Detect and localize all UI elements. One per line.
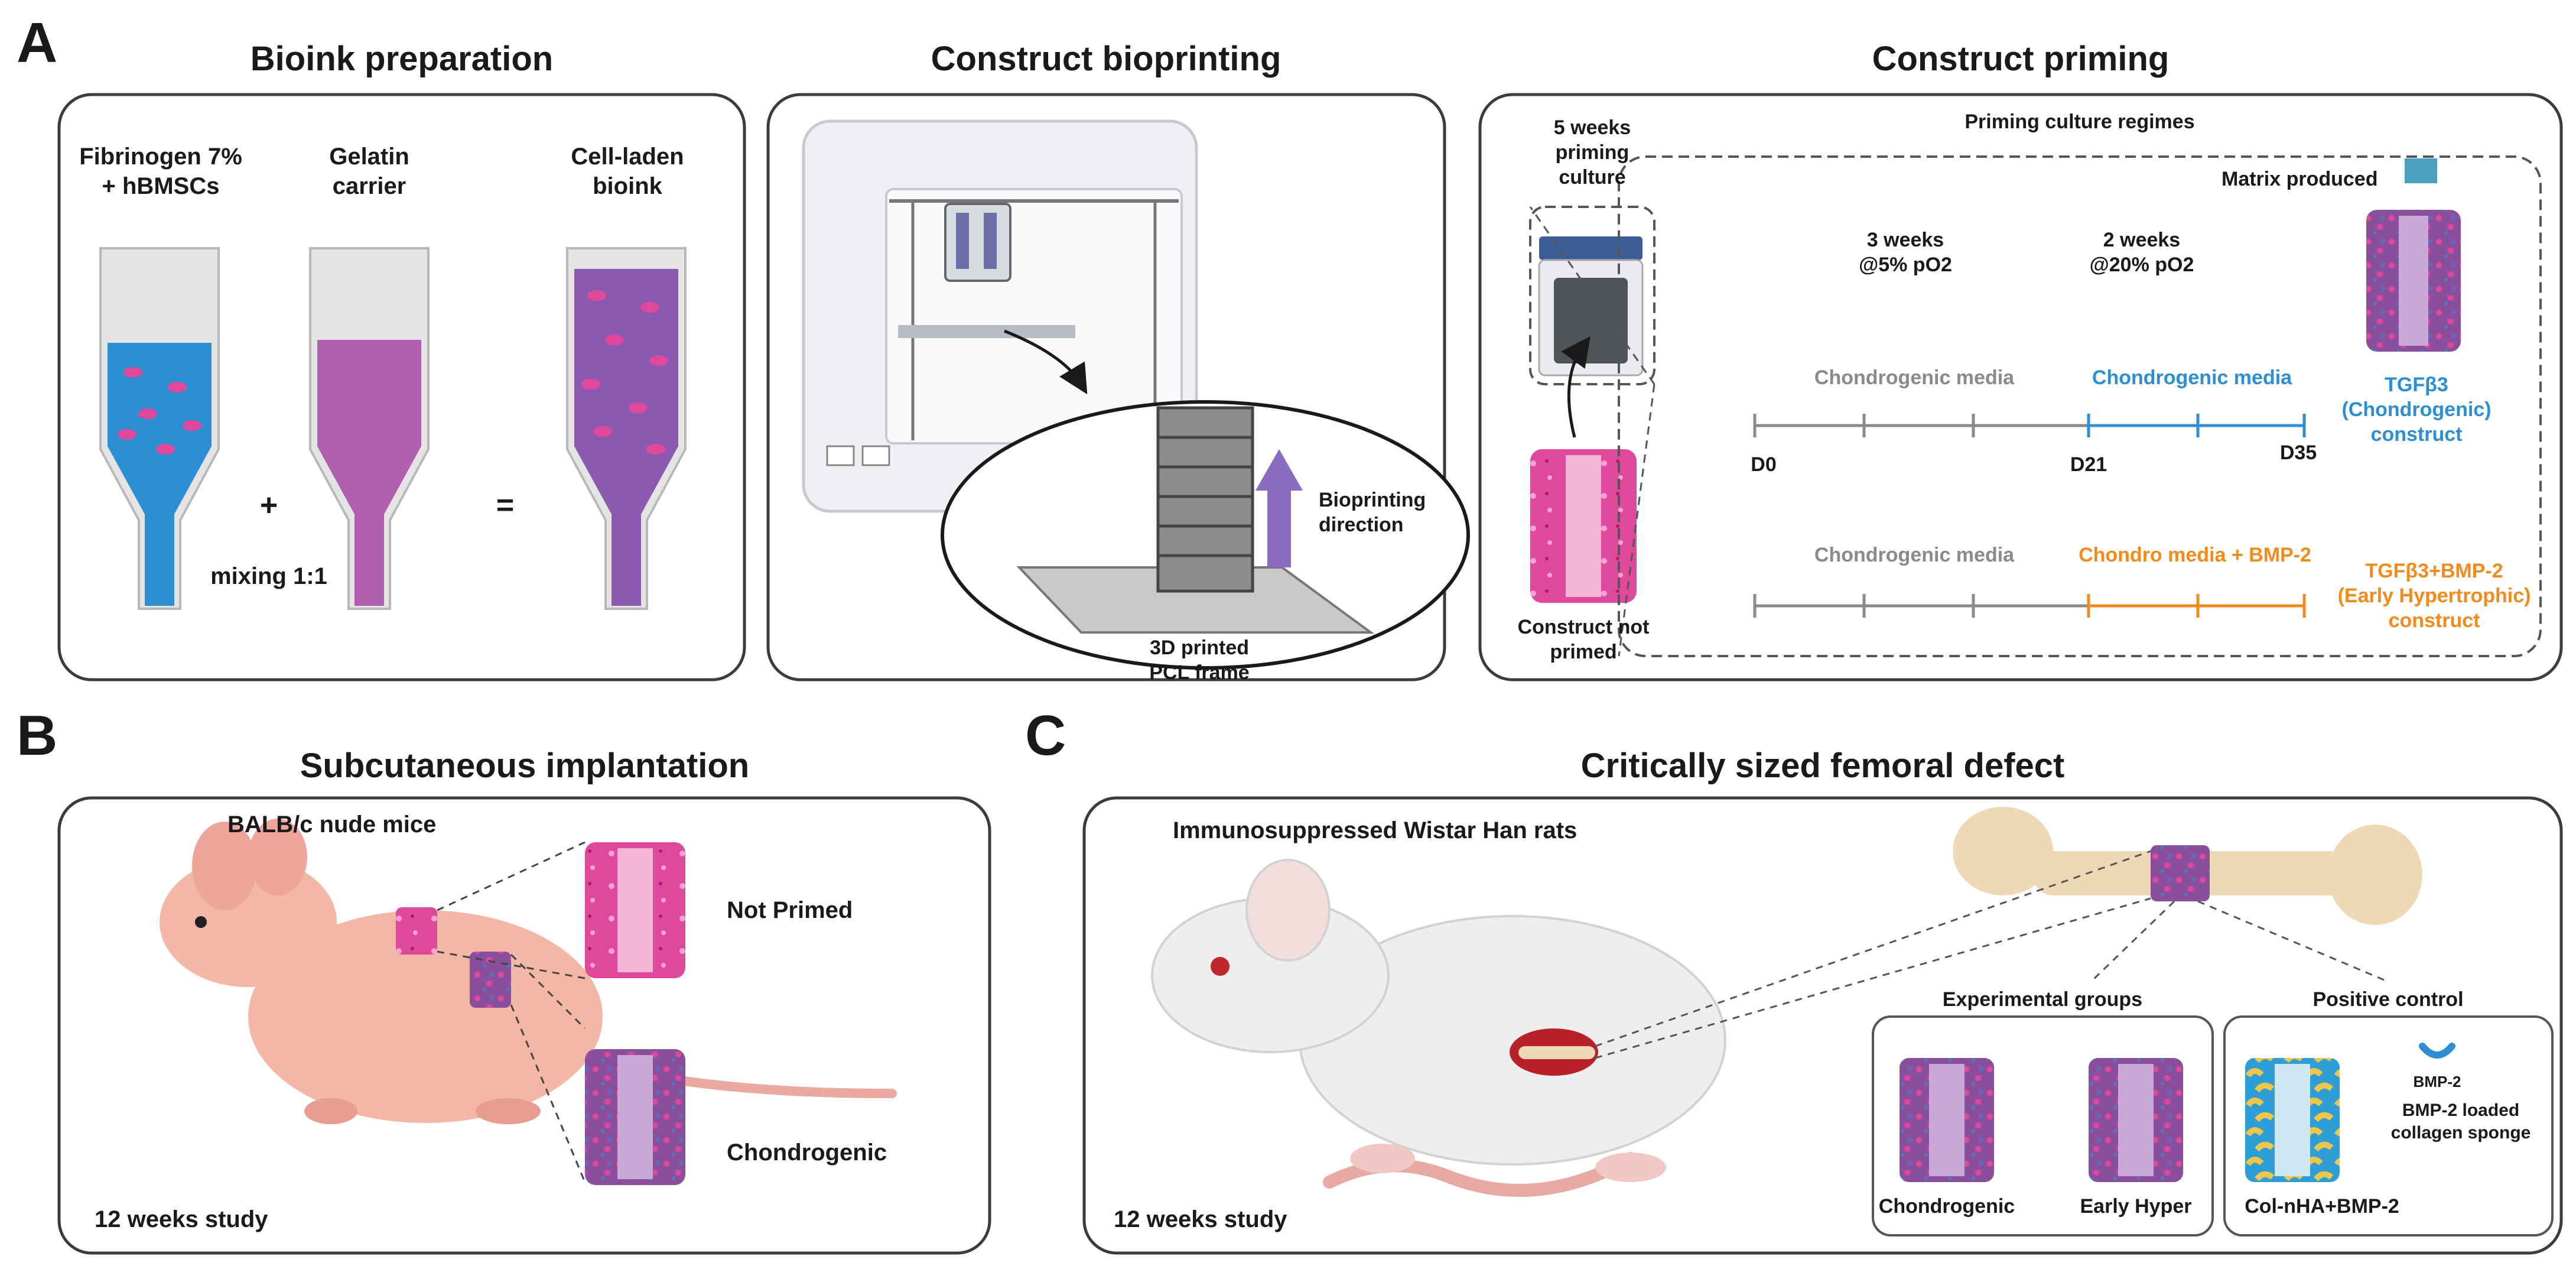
- pcl-frame-label: 3D printed PCL frame: [1149, 637, 1250, 684]
- phase1-label: 3 weeks @5% pO2: [1859, 229, 1952, 276]
- bioink-label: Cell-laden bioink: [571, 144, 684, 199]
- nude-mouse-illustration: [160, 819, 897, 1124]
- fibrinogen-label: Fibrinogen 7% + hBMSCs: [79, 144, 242, 199]
- construct-bioprinting-title: Construct bioprinting: [931, 40, 1282, 78]
- col-nha-bmp2-label: Col-nHA+BMP-2: [2245, 1195, 2399, 1218]
- callout-line: [1618, 384, 1655, 657]
- experimental-groups-label: Experimental groups: [1942, 988, 2143, 1011]
- bmp2-label: BMP-2: [2413, 1073, 2461, 1091]
- rat-strain-label: Immunosuppressed Wistar Han rats: [1173, 817, 1578, 843]
- equals-sign: =: [496, 488, 515, 522]
- chondrogenic-construct: [585, 1049, 685, 1185]
- col-nha-bmp2-construct: [2245, 1058, 2340, 1182]
- early-hyper-group-label: Early Hyper: [2080, 1195, 2192, 1218]
- femur-illustration: [1953, 807, 2422, 925]
- fibrinogen-tube: [99, 247, 220, 610]
- early-hypertrophic-construct-label: TGFβ3+BMP-2 (Early Hypertrophic) constru…: [2337, 560, 2531, 632]
- femoral-defect-title: Critically sized femoral defect: [1580, 747, 2065, 785]
- bioink-panel-frame: [57, 93, 746, 681]
- chondrogenic-label: Chondrogenic: [727, 1140, 887, 1166]
- timeline-chondrogenic: [1753, 414, 2306, 437]
- defect-callout-lines: [1595, 850, 2388, 1059]
- construct-priming-title: Construct priming: [1872, 40, 2170, 78]
- subcutaneous-implantation-title: Subcutaneous implantation: [300, 747, 750, 785]
- priming-regimes-frame: [1618, 155, 2542, 657]
- mice-strain-label: BALB/c nude mice: [227, 812, 437, 838]
- chondrogenic-construct-label: TGFβ3 (Chondrogenic) construct: [2341, 374, 2492, 446]
- early-hyper-group-construct: [2089, 1058, 2183, 1182]
- timeline2-media-b: Chondro media + BMP-2: [2079, 544, 2311, 566]
- construct-not-primed-icon: [1530, 449, 1637, 603]
- timeline-early-hypertrophic: [1753, 594, 2306, 618]
- timeline2-media-a: Chondrogenic media: [1814, 544, 2015, 566]
- chondrogenic-group-construct: [1900, 1058, 1994, 1182]
- chondrogenic-group-label: Chondrogenic: [1878, 1195, 2015, 1218]
- plus-sign: +: [259, 488, 278, 522]
- tick-d0: D0: [1751, 453, 1777, 476]
- timeline1-media-a: Chondrogenic media: [1814, 366, 2015, 389]
- callout-line: [1529, 206, 1655, 385]
- panel-letter-b: B: [17, 704, 58, 767]
- construct-not-primed-label: Construct not primed: [1517, 616, 1650, 663]
- chondrogenic-construct-icon: [2366, 210, 2461, 352]
- bioprinting-direction-label: Bioprinting direction: [1319, 489, 1426, 536]
- priming-panel-frame: [1478, 93, 2563, 681]
- bmp2-sponge-label: BMP-2 loaded collagen sponge: [2390, 1101, 2531, 1143]
- implant-callout-lines: [437, 841, 586, 1183]
- panel-b-frame: [57, 796, 991, 1255]
- panel-letter-a: A: [17, 11, 58, 74]
- incubator-label: 5 weeks priming culture: [1553, 116, 1631, 189]
- tick-d21: D21: [2070, 453, 2107, 476]
- gelatin-label: Gelatin carrier: [329, 144, 409, 199]
- tick-d35: D35: [2279, 442, 2317, 464]
- bioprinting-zoom-inset: [941, 400, 1470, 670]
- matrix-produced-icon: [2405, 158, 2437, 183]
- experimental-groups-box: [1872, 1015, 2214, 1236]
- bmp2-icon: [2419, 1043, 2455, 1059]
- positive-control-box: [2223, 1015, 2554, 1236]
- wistar-rat-illustration: [1151, 859, 1726, 1197]
- panel-letter-c: C: [1025, 704, 1066, 767]
- positive-control-label: Positive control: [2312, 988, 2464, 1011]
- bioink-tube: [566, 247, 687, 610]
- gelatin-tube: [309, 247, 430, 610]
- not-primed-label: Not Primed: [727, 897, 853, 923]
- not-primed-construct: [585, 842, 685, 978]
- mixing-ratio-label: mixing 1:1: [210, 563, 327, 589]
- incubator-illustration: [1529, 206, 1655, 438]
- priming-regimes-title: Priming culture regimes: [1964, 111, 2195, 133]
- bioprinting-panel-frame: [766, 93, 1446, 681]
- study-duration-b: 12 weeks study: [95, 1206, 268, 1232]
- timeline1-media-b: Chondrogenic media: [2092, 366, 2292, 389]
- matrix-produced-label: Matrix produced: [2222, 168, 2378, 190]
- panel-c-frame: [1082, 796, 2563, 1255]
- study-duration-c: 12 weeks study: [1114, 1206, 1287, 1232]
- bioink-preparation-title: Bioink preparation: [250, 40, 554, 78]
- phase2-label: 2 weeks @20% pO2: [2089, 229, 2194, 276]
